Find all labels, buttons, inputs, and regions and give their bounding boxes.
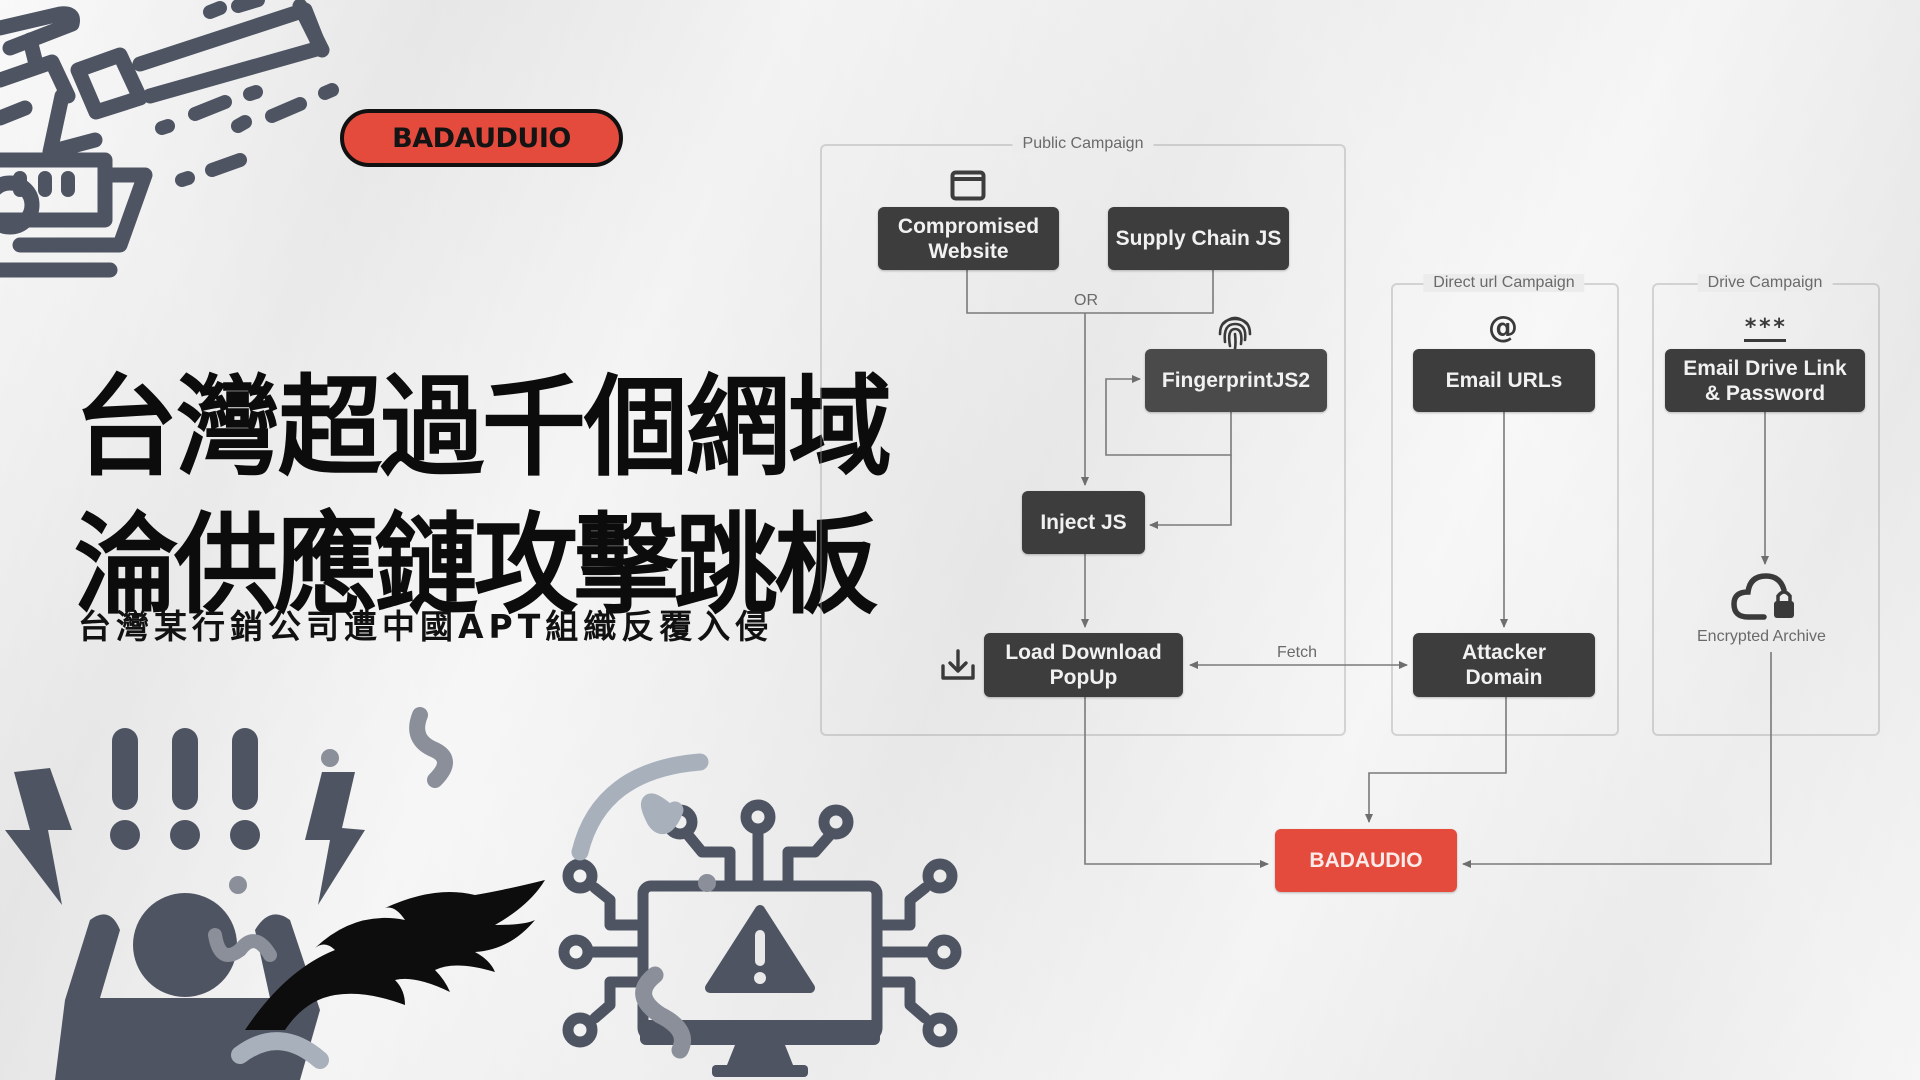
- node-fingerprintjs2: FingerprintJS2: [1145, 349, 1327, 412]
- password-mask-text: ***: [1744, 315, 1787, 340]
- page-title-line1: 台灣超過千個網域: [74, 363, 892, 492]
- node-load-download-line1: Load Download: [1005, 641, 1162, 664]
- node-email-drive-line2: & Password: [1704, 381, 1826, 405]
- node-compromised-line2: Website: [928, 239, 1009, 263]
- page-title-line2: 淪供應鏈攻擊跳板: [74, 501, 878, 630]
- encrypted-archive-label: Encrypted Archive: [1697, 628, 1826, 645]
- group-label-drive-campaign: Drive Campaign: [1697, 274, 1833, 292]
- node-attacker-line2: Domain: [1465, 666, 1543, 689]
- fetch-label: Fetch: [1277, 644, 1318, 661]
- computer-warning-icon: [558, 753, 962, 1077]
- node-email-drive-line1: Email Drive Link: [1683, 356, 1847, 380]
- fingerprint-icon: [1218, 316, 1252, 351]
- page-subtitle: 台灣某行銷公司遭中國APT組織反覆入侵: [78, 607, 774, 646]
- telescope-icon: [0, 0, 339, 278]
- flame-icon: [245, 880, 545, 1030]
- or-label: OR: [1074, 292, 1098, 309]
- node-attacker-line1: Attacker: [1461, 641, 1547, 664]
- stressed-person-icon: [5, 707, 453, 1080]
- email-at-icon: @: [1488, 310, 1518, 345]
- group-label-public-campaign: Public Campaign: [1012, 135, 1154, 153]
- badaudio-badge: BADAUDUIO: [340, 109, 623, 167]
- node-email-drive-link: Email Drive Link& Password: [1665, 349, 1865, 412]
- node-compromised-line1: Compromised: [897, 214, 1040, 238]
- download-icon: [941, 649, 975, 680]
- browser-window-icon: [950, 170, 986, 201]
- node-email-urls: Email URLs: [1413, 349, 1595, 412]
- cloud-lock-icon: [1731, 573, 1794, 620]
- group-label-direct-url-campaign: Direct url Campaign: [1423, 274, 1585, 292]
- node-badaudio: BADAUDIO: [1275, 829, 1457, 892]
- node-load-download-line2: PopUp: [1049, 666, 1118, 689]
- node-supply-chain-js: Supply Chain JS: [1108, 207, 1289, 270]
- password-mask-icon: ***: [1744, 315, 1787, 342]
- node-inject-js: Inject JS: [1022, 491, 1145, 554]
